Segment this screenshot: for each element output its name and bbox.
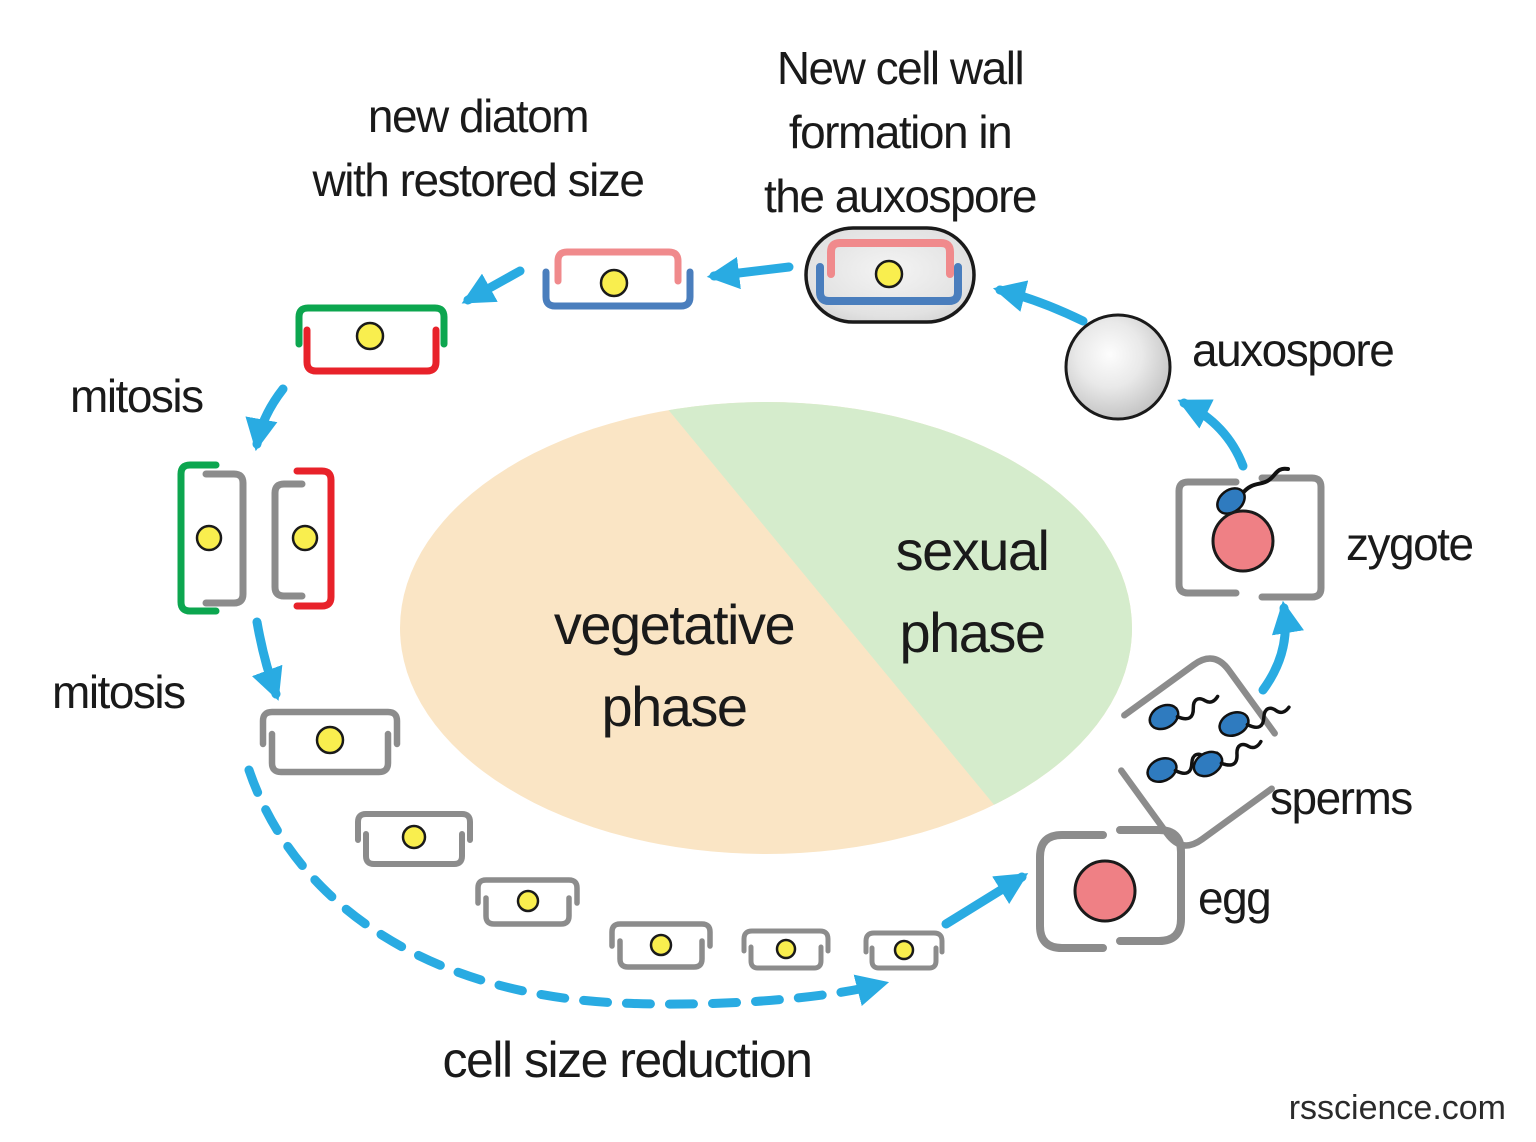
zygote-cell [1175,466,1325,601]
sperm-1 [1148,694,1220,731]
nucleus [195,524,223,552]
arrow-auxospore-to-capsule [992,280,1088,326]
auxospore-sphere [1064,313,1172,421]
egg-nucleus [1073,859,1137,923]
vegetative-cell-2 [355,811,473,867]
sperm-cell-container [1118,655,1278,849]
sperms-group [1146,694,1291,784]
nucleus [599,268,629,298]
nucleus [291,524,319,552]
label-cell-size-reduction: cell size reduction [442,1032,813,1088]
label-sperms: sperms [1270,772,1413,824]
new-diatom-cell-pink-blue [542,248,694,310]
arrow-new-diatom-step [461,266,525,305]
label-egg: egg [1198,872,1272,924]
sperm-4 [1192,739,1263,778]
nucleus [874,259,904,289]
cell-size-reduction-arrow [244,765,890,1009]
nucleus [401,824,427,850]
label-sexual-phase: sexual phase [895,519,1050,664]
sperm-2 [1218,705,1291,738]
arrow-to-egg [941,872,1029,929]
epitheca-valve [554,248,682,285]
capsule-hypotheca-valve [816,263,962,305]
epitheca-valve [295,304,448,348]
nucleus [516,889,540,913]
arrow-to-zygote [1258,600,1304,695]
sexual-phase-region [638,402,1132,854]
label-vegetative-phase: vegetative phase [553,593,796,738]
arrow-mitosis-2 [252,617,283,701]
hypotheca-valve [542,268,694,310]
epitheca-valve [177,461,220,615]
egg-cell [1036,826,1185,952]
vegetative-cell-3 [475,877,580,927]
mitosis-pair-left-cell [177,461,247,615]
nucleus [315,725,345,755]
watermark: rsscience.com [1288,1089,1506,1127]
hypotheca-valve [303,326,440,375]
arrow-capsule-to-new-diatom [706,256,794,290]
cycle-arrows [245,256,1304,929]
label-zygote: zygote [1346,518,1474,570]
phase-ellipse [400,402,1132,854]
nucleus [355,321,385,351]
hypotheca-valve [202,470,247,607]
hypotheca-valve [271,480,306,600]
label-new-cell-wall: New cell wall formation in the auxospore [763,42,1038,222]
vegetative-cell-1 [259,708,401,776]
arrow-zygote-to-auxospore [1177,398,1248,471]
nucleus [649,933,673,957]
new-diatom-cell-green-red [295,304,448,375]
arrow-mitosis-1 [245,384,288,452]
epitheca-valve [293,467,335,610]
label-mitosis-top: mitosis [70,370,204,422]
nucleus [893,939,915,961]
vegetative-cell-4 [609,921,713,970]
nucleus [775,938,797,960]
vegetative-cell-5 [741,928,831,971]
auxospore-capsule-cell [804,226,976,324]
zygote-egg [1211,509,1275,573]
capsule-epitheca-valve [827,239,954,278]
vegetative-cell-6 [863,930,945,971]
mitosis-pair-right-cell [271,467,335,610]
zygote-sperm-tail [1240,466,1290,496]
zygote-sperm-head [1216,487,1246,515]
label-auxospore: auxospore [1192,324,1395,376]
label-new-diatom: new diatom with restored size [312,90,645,206]
label-mitosis-bottom: mitosis [52,666,186,718]
